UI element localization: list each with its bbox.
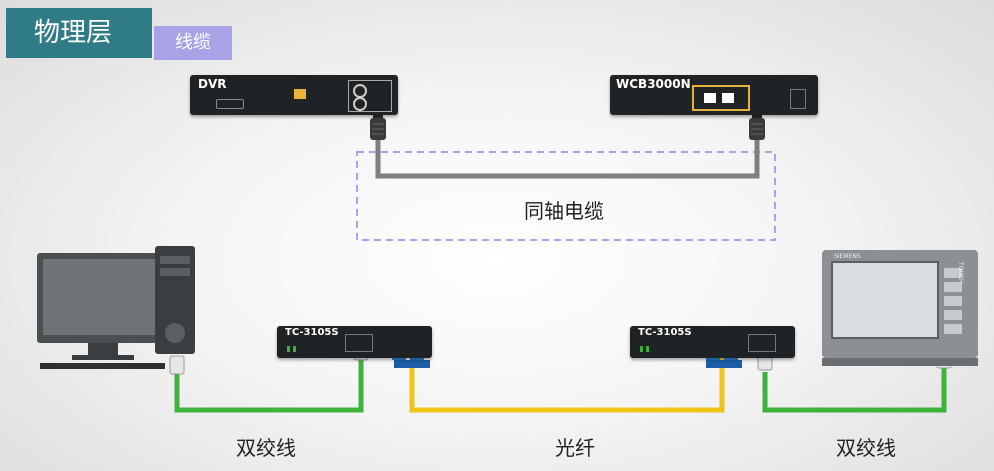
dvr-label: DVR [198, 77, 227, 91]
dvr-device: DVR [190, 75, 398, 115]
wcb-device: WCB3000N [610, 75, 818, 115]
coax-highlight-box [356, 151, 776, 241]
rj45-port-icon [345, 334, 373, 352]
ethernet-port-icon [294, 89, 306, 99]
touch-panel-icon [822, 250, 978, 366]
fiber-caption: 光纤 [555, 436, 595, 460]
rj45-port-icon [748, 334, 776, 352]
power-switch-icon [790, 89, 806, 109]
status-leds-icon [640, 346, 652, 352]
pc-icon [37, 246, 195, 369]
section-title: 物理层 [6, 8, 152, 58]
fiber-cable [409, 358, 725, 413]
section-subtitle: 线缆 [154, 26, 232, 60]
tc-right-label: TC-3105S [638, 327, 692, 338]
panel-brand-label: SIEMENS [834, 253, 861, 260]
coax-caption: 同轴电缆 [524, 199, 604, 223]
tc-left-label: TC-3105S [285, 327, 339, 338]
rj45-plug-pc [169, 355, 185, 375]
panel-side-label: TOUCH [957, 262, 964, 284]
coax-cable [375, 140, 760, 179]
ethernet-ports-icon [692, 85, 750, 111]
serial-port-icon [216, 99, 244, 109]
wcb-label: WCB3000N [616, 77, 691, 91]
media-converter-right: TC-3105S [630, 326, 795, 358]
status-leds-icon [287, 346, 299, 352]
media-converter-left: TC-3105S [277, 326, 432, 358]
twisted-pair-caption-right: 双绞线 [836, 436, 896, 460]
twisted-pair-caption-left: 双绞线 [236, 436, 296, 460]
twisted-pair-cable-right [762, 360, 947, 413]
twisted-pair-cable-left [174, 358, 364, 413]
bnc-ports-icon [348, 80, 392, 112]
